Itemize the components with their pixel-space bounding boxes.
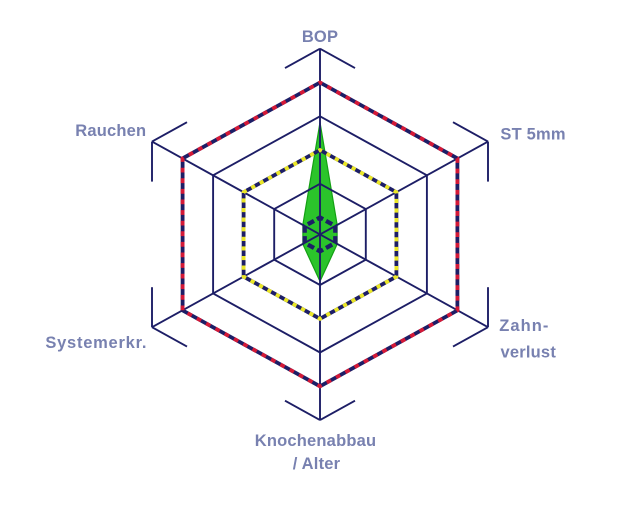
svg-text:BOP: BOP — [302, 28, 338, 46]
svg-text:Rauchen: Rauchen — [75, 122, 146, 140]
svg-text:Zahn-: Zahn- — [499, 317, 549, 335]
svg-text:Knochenabbau: Knochenabbau — [255, 432, 377, 450]
svg-text:verlust: verlust — [501, 343, 557, 361]
svg-text:ST 5mm: ST 5mm — [500, 125, 565, 143]
svg-text:/ Alter: / Alter — [293, 455, 341, 473]
svg-text:Systemerkr.: Systemerkr. — [45, 334, 147, 352]
